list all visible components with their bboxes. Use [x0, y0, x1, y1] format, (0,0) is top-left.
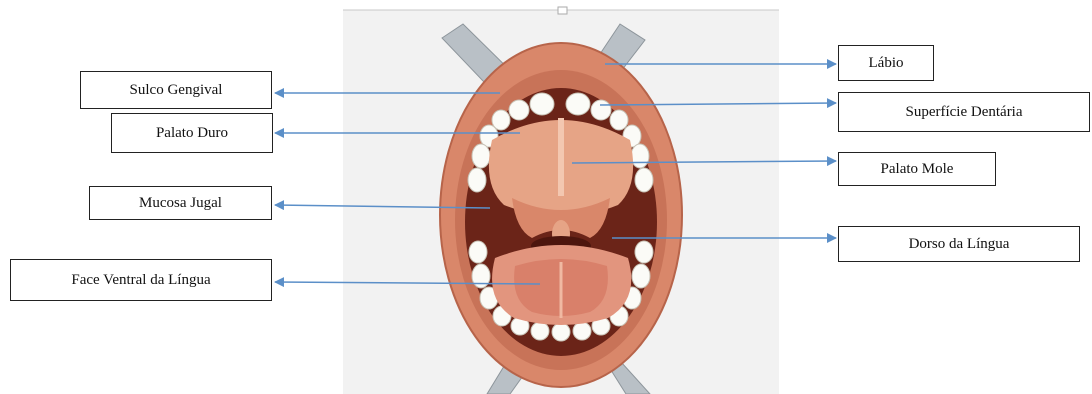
label-text: Superfície Dentária [905, 104, 1022, 121]
label-mucosa-jugal: Mucosa Jugal [89, 186, 272, 220]
label-palato-duro: Palato Duro [111, 113, 273, 153]
arrow-palato-mole [572, 161, 836, 163]
label-text: Sulco Gengival [130, 82, 223, 99]
label-superficie-dentaria: Superfície Dentária [838, 92, 1090, 132]
label-text: Palato Duro [156, 125, 228, 142]
label-text: Lábio [869, 55, 904, 72]
label-text: Dorso da Língua [909, 236, 1010, 253]
label-face-ventral-lingua: Face Ventral da Língua [10, 259, 272, 301]
label-text: Palato Mole [881, 161, 954, 178]
arrow-superficie-dentaria [600, 103, 836, 105]
label-sulco-gengival: Sulco Gengival [80, 71, 272, 109]
label-text: Face Ventral da Língua [71, 272, 210, 289]
label-palato-mole: Palato Mole [838, 152, 996, 186]
label-dorso-lingua: Dorso da Língua [838, 226, 1080, 262]
label-labio: Lábio [838, 45, 934, 81]
arrow-mucosa-jugal [275, 205, 490, 208]
arrow-face-ventral [275, 282, 540, 284]
label-text: Mucosa Jugal [139, 195, 222, 212]
